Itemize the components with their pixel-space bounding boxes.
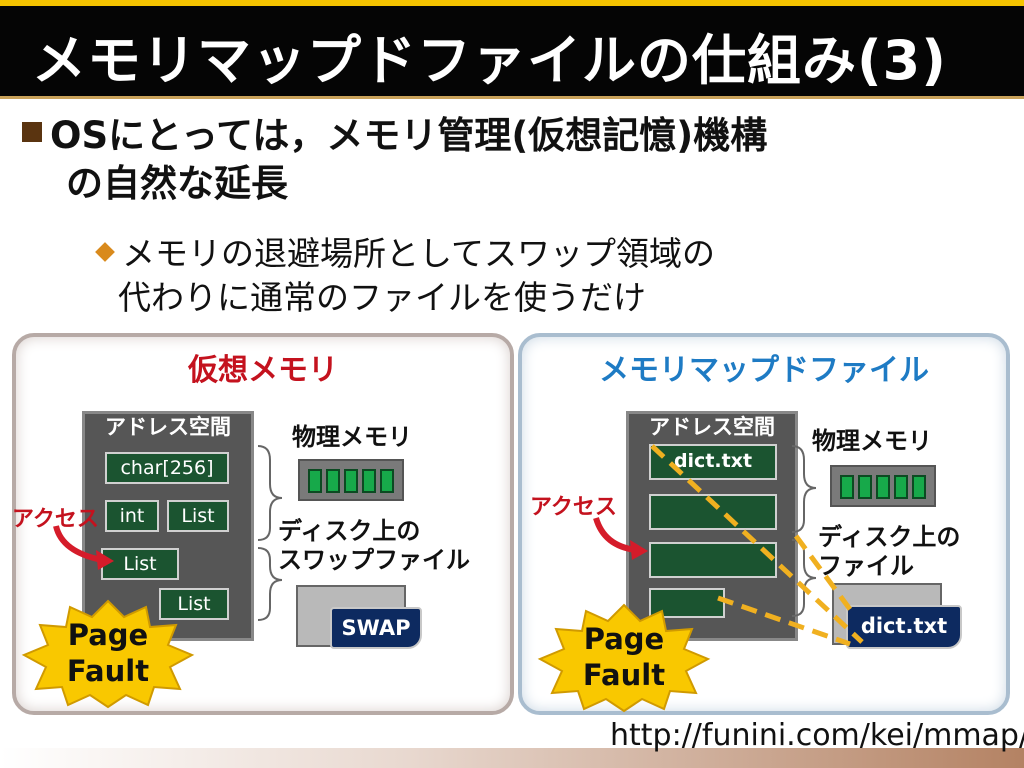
- memory-cell: [380, 469, 394, 493]
- memory-block-list: List: [167, 500, 229, 532]
- access-arrow-icon: [53, 525, 103, 563]
- mapping-dashed-line: [793, 534, 855, 614]
- bullet2-line1: メモリの退避場所としてスワップ領域の: [122, 234, 716, 273]
- brace-physical: [257, 445, 283, 541]
- title-underline: [0, 96, 1024, 99]
- memory-block-int: int: [105, 500, 159, 532]
- memory-cell: [840, 475, 854, 499]
- disk-file-label-line1: ディスク上の: [818, 523, 961, 551]
- memory-block-list: List: [159, 588, 229, 620]
- square-bullet-icon: [22, 122, 42, 142]
- bullet-level1: OSにとっては，メモリ管理(仮想記憶)機構 の自然な延長: [22, 112, 1012, 208]
- memory-cell: [876, 475, 890, 499]
- footer-gradient: [0, 748, 1024, 768]
- memory-cell: [344, 469, 358, 493]
- memory-block-char: char[256]: [105, 452, 229, 484]
- physical-memory-label: 物理メモリ: [812, 427, 932, 455]
- page-fault-text-line1: Page: [67, 618, 149, 652]
- memory-cell: [894, 475, 908, 499]
- source-url: http://funini.com/kei/mmap/: [610, 718, 1024, 753]
- mapped-block: [649, 542, 777, 578]
- arrowhead-icon: [96, 550, 114, 570]
- swap-file-label-line2: スワップファイル: [278, 546, 470, 574]
- memory-cell: [858, 475, 872, 499]
- address-space-label: アドレス空間: [649, 415, 775, 439]
- memory-cell: [308, 469, 322, 493]
- physical-memory-chip: [830, 465, 936, 507]
- mapping-dashed-line: [650, 444, 864, 644]
- disk-file-label: ディスク上の ファイル: [818, 523, 960, 581]
- page-fault-burst: Page Fault: [536, 601, 712, 713]
- page-fault-text-line2: Fault: [66, 654, 150, 688]
- burst-star-icon: [21, 599, 195, 709]
- memory-cell: [326, 469, 340, 493]
- disk-file-label-line2: ファイル: [818, 552, 914, 580]
- disk-file-tag: dict.txt: [846, 605, 962, 649]
- physical-memory-chip: [298, 459, 404, 501]
- address-space-label: アドレス空間: [105, 415, 231, 439]
- page-fault-text-line1: Page: [583, 622, 665, 656]
- title-accent-line: [0, 0, 1024, 6]
- brace-file: [791, 539, 817, 617]
- swap-file-label: ディスク上の スワップファイル: [278, 517, 470, 575]
- page-fault-burst: Page Fault: [20, 597, 196, 709]
- page-fault-text-line2: Fault: [582, 658, 666, 692]
- memory-cell: [362, 469, 376, 493]
- slide-title: メモリマップドファイルの仕組み(3): [32, 29, 947, 92]
- memory-cell: [912, 475, 926, 499]
- mapped-block-dict: dict.txt: [649, 444, 777, 480]
- memory-block-list: List: [101, 548, 179, 580]
- bullet1-line1: OSにとっては，メモリ管理(仮想記憶)機構: [50, 114, 768, 157]
- access-label: アクセス: [530, 495, 617, 520]
- brace-swap: [257, 547, 283, 621]
- virtual-memory-title: 仮想メモリ: [188, 353, 338, 388]
- arrowhead-icon: [630, 540, 648, 560]
- bullet2-line2: 代わりに通常のファイルを使うだけ: [118, 278, 646, 317]
- access-arrow-icon: [593, 517, 637, 553]
- memory-mapped-file-title: メモリマップドファイル: [599, 353, 929, 388]
- swap-file-tag: SWAP: [330, 607, 422, 649]
- bullet1-line2: の自然な延長: [66, 162, 288, 205]
- title-bar: メモリマップドファイルの仕組み(3): [0, 6, 1024, 96]
- bullet-level2: メモリの退避場所としてスワップ領域の 代わりに通常のファイルを使うだけ: [92, 232, 992, 320]
- swap-file-label-line1: ディスク上の: [278, 517, 421, 545]
- burst-star-icon: [537, 603, 711, 713]
- physical-memory-label: 物理メモリ: [292, 423, 412, 451]
- virtual-memory-panel: 仮想メモリ アドレス空間 char[256] int List List Lis…: [12, 333, 514, 715]
- mapping-dashed-line: [717, 595, 851, 647]
- brace-physical: [791, 445, 817, 533]
